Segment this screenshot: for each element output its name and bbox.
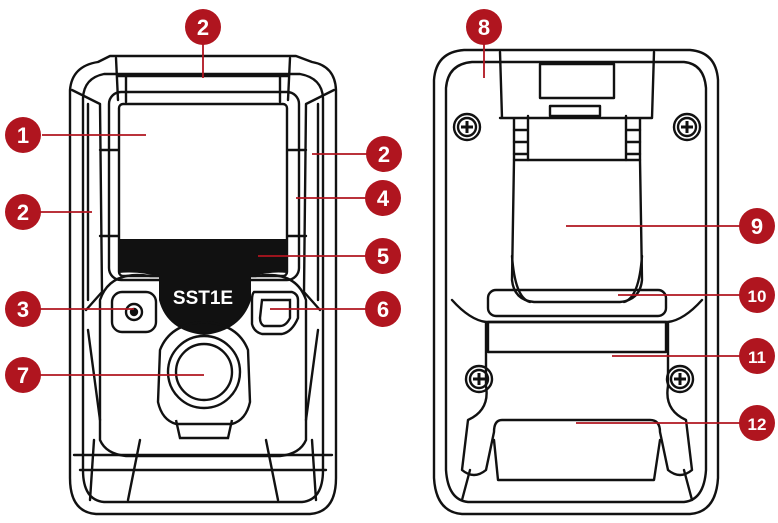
back-battery-cover [460, 320, 694, 477]
model-label: SST1E [173, 288, 233, 309]
right-button[interactable] [250, 290, 300, 336]
callout-11: 11 [739, 338, 775, 374]
svg-text:9: 9 [751, 214, 763, 239]
callout-9: 9 [739, 208, 775, 244]
front-face-panel [98, 273, 308, 458]
callout-5: 5 [365, 238, 401, 274]
front-left-grip [70, 88, 120, 312]
svg-text:4: 4 [377, 186, 390, 211]
main-round-button[interactable] [156, 320, 252, 440]
back-housing-inner [444, 60, 708, 504]
back-view [432, 48, 720, 516]
svg-text:2: 2 [197, 15, 209, 40]
back-housing-outline [432, 48, 720, 516]
callout-badges: 1 2 2 2 3 4 5 6 [5, 9, 775, 441]
callout-12: 12 [739, 405, 775, 441]
callout-4: 4 [365, 180, 401, 216]
callout-6: 6 [365, 291, 401, 327]
callout-2-top: 2 [185, 9, 221, 45]
left-button-dot-icon [124, 302, 144, 322]
front-bottom-band [72, 453, 334, 472]
callout-8: 8 [466, 9, 502, 45]
svg-text:8: 8 [478, 15, 490, 40]
screw-top-left-icon [452, 112, 482, 142]
callout-2-left: 2 [5, 194, 41, 230]
belt-clip-hinge [498, 50, 656, 162]
svg-text:10: 10 [748, 287, 767, 306]
front-housing-outline [68, 54, 338, 516]
svg-text:6: 6 [377, 297, 389, 322]
svg-text:1: 1 [17, 123, 29, 148]
svg-text:12: 12 [748, 415, 767, 434]
svg-text:2: 2 [378, 142, 390, 167]
svg-text:5: 5 [377, 244, 389, 269]
callout-7: 7 [5, 357, 41, 393]
svg-text:11: 11 [748, 348, 766, 367]
leader-lines [30, 44, 740, 424]
screw-bottom-right-icon [665, 364, 695, 394]
screw-top-right-icon [672, 112, 702, 142]
back-label-panel [486, 320, 668, 354]
front-face-lower-lines [86, 328, 320, 502]
callout-1: 1 [5, 117, 41, 153]
belt-clip [510, 158, 644, 304]
callout-3: 3 [5, 291, 41, 327]
left-button[interactable] [110, 290, 158, 334]
callout-10: 10 [739, 277, 775, 313]
callout-2-right: 2 [366, 136, 402, 172]
svg-text:7: 7 [17, 363, 29, 388]
svg-text:2: 2 [17, 200, 29, 225]
back-lower-lines [450, 298, 704, 502]
screw-bottom-left-icon [464, 364, 494, 394]
belt-clip-curve [510, 254, 644, 304]
svg-text:3: 3 [17, 297, 29, 322]
front-housing-inner [81, 72, 325, 504]
back-slot [486, 288, 668, 318]
back-screws [452, 112, 702, 394]
display-status-bar [118, 239, 288, 336]
belt-clip-hinge-teeth [512, 104, 642, 162]
